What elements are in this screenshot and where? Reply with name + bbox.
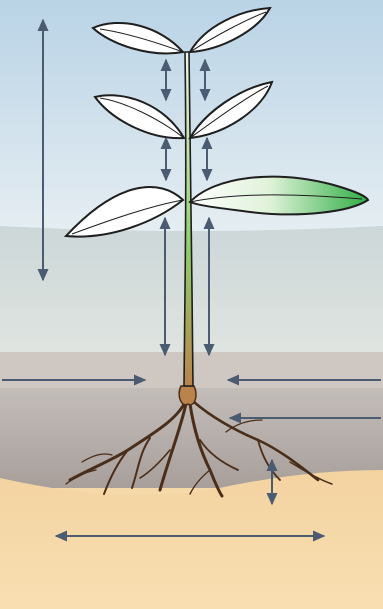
root-crown bbox=[179, 386, 196, 405]
